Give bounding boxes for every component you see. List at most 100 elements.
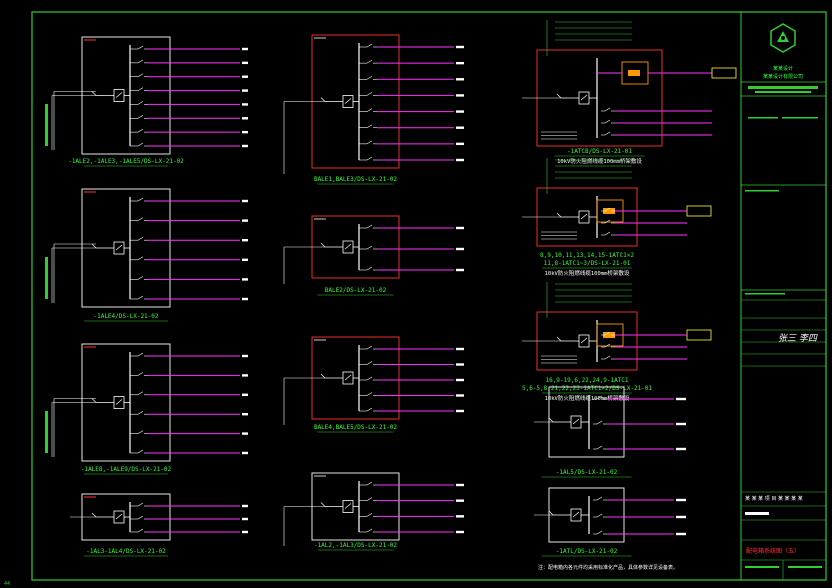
circuit-tag bbox=[242, 374, 248, 377]
main-switch-icon bbox=[570, 508, 582, 522]
circuit-tag bbox=[456, 499, 464, 502]
breaker-contact bbox=[366, 513, 373, 517]
switch-blade bbox=[580, 94, 588, 101]
controller-icon bbox=[628, 70, 640, 76]
breaker-contact bbox=[366, 361, 373, 365]
panel-label: 16,9-19,6,22,24,9-1ATC1 bbox=[545, 377, 628, 384]
incoming-cable-label bbox=[45, 257, 48, 299]
breaker-contact bbox=[596, 530, 603, 535]
panel-col2-1: BALE1,BALE3/DS-LX-21-02 bbox=[283, 34, 464, 185]
circuit-tag bbox=[456, 515, 464, 518]
breaker-contact bbox=[137, 128, 144, 133]
breaker-contact bbox=[604, 107, 611, 112]
circuit-tag bbox=[242, 451, 248, 455]
circuit-tag bbox=[242, 199, 248, 203]
breaker-contact bbox=[137, 295, 144, 300]
breaker-contact bbox=[366, 345, 373, 350]
breaker-contact bbox=[604, 331, 611, 336]
switch-blade bbox=[344, 243, 352, 250]
main-switch-icon bbox=[342, 500, 354, 513]
circuit-tag bbox=[456, 268, 464, 272]
incoming-cable-label bbox=[45, 411, 48, 453]
circuit-tag bbox=[456, 247, 464, 251]
incoming-switch bbox=[320, 502, 326, 507]
main-switch-icon bbox=[113, 241, 125, 255]
circuit-tag bbox=[676, 515, 686, 519]
drawing-title: 配电箱系统图（五） bbox=[746, 547, 800, 555]
incoming-switch bbox=[556, 93, 562, 99]
panel-col3-4: -1AL5/DS-LX-21-02 bbox=[534, 386, 686, 478]
switch-blade bbox=[344, 374, 352, 381]
panel-col3-3: 16,9-19,6,22,24,9-1ATC15,6-5,8,21,22,23-… bbox=[522, 282, 712, 402]
breaker-contact bbox=[137, 115, 144, 119]
panel-label-2: 11,8-1ATC1~3/DS-LX-21-01 bbox=[544, 260, 631, 267]
project-row: 某 某 某 项 目 某 某 某 某 bbox=[745, 496, 803, 502]
breaker-contact bbox=[137, 236, 144, 241]
breaker-contact bbox=[137, 256, 144, 261]
incoming-switch bbox=[320, 373, 326, 379]
switch-blade bbox=[572, 418, 580, 425]
circuit-tag bbox=[242, 258, 248, 261]
panel-col1-1: -1ALE2,-1ALE3,-1ALE5/DS-LX-21-02 bbox=[45, 36, 248, 167]
breaker-contact bbox=[137, 217, 144, 221]
main-switch-icon bbox=[113, 510, 125, 524]
circuit-tag bbox=[242, 117, 248, 120]
circuit-tag bbox=[242, 432, 248, 435]
incoming-switch bbox=[91, 398, 97, 403]
switch-blade bbox=[580, 337, 588, 344]
breaker-contact bbox=[366, 528, 373, 533]
circuit-tag bbox=[242, 239, 248, 242]
circuit-tag bbox=[242, 61, 248, 65]
circuit-tag bbox=[242, 517, 248, 521]
breaker-contact bbox=[366, 481, 373, 486]
signature: 张三 李四 bbox=[778, 333, 818, 344]
circuit-tag bbox=[456, 530, 464, 534]
breaker-contact bbox=[137, 449, 144, 454]
breaker-contact bbox=[137, 142, 144, 147]
main-switch-icon bbox=[342, 371, 354, 385]
breaker-contact bbox=[366, 224, 373, 229]
breaker-contact bbox=[137, 430, 144, 434]
main-switch-icon bbox=[578, 210, 590, 224]
panel-label: -1ATL/DS-LX-21-02 bbox=[556, 548, 618, 555]
panel-col2-2: BALE2/DS-LX-21-02 bbox=[283, 215, 464, 296]
circuit-tag bbox=[242, 89, 248, 92]
breaker-contact bbox=[137, 59, 144, 64]
panels-layer: -1ALE2,-1ALE3,-1ALE5/DS-LX-21-02 -1ALE4/D… bbox=[45, 20, 737, 557]
panel-sublabel: 10kV防火阻燃线缆100mm桥架敷设 bbox=[545, 394, 630, 402]
circuit-tag bbox=[242, 47, 248, 51]
circuit-tag bbox=[456, 409, 464, 413]
panel-label: 8,9,10,11,13,14,15-1ATC1×2 bbox=[540, 252, 634, 259]
breaker-contact bbox=[604, 231, 611, 236]
breaker-contact bbox=[604, 355, 611, 360]
breaker-contact bbox=[366, 392, 373, 396]
panel-col1-3: -1ALE8,-1ALE9/DS-LX-21-02 bbox=[45, 343, 248, 475]
incoming-switch bbox=[556, 212, 562, 218]
breaker-contact bbox=[604, 119, 611, 124]
breaker-contact bbox=[366, 108, 373, 112]
breaker-contact bbox=[604, 343, 611, 348]
main-switch-icon bbox=[113, 89, 125, 102]
main-switch-icon bbox=[570, 415, 582, 429]
breaker-contact bbox=[596, 395, 603, 400]
circuit-tag bbox=[456, 45, 464, 49]
panel-col1-2: -1ALE4/DS-LX-21-02 bbox=[45, 188, 248, 322]
breaker-contact bbox=[137, 197, 144, 202]
circuit-tag bbox=[242, 130, 248, 134]
breaker-contact bbox=[366, 245, 373, 250]
bottom-note: 注：配电箱内各元件均采用标准化产品，具体参数详见设备表。 bbox=[538, 564, 678, 571]
circuit-tag bbox=[456, 363, 464, 366]
breaker-contact bbox=[366, 266, 373, 271]
breaker-contact bbox=[596, 445, 603, 450]
incoming-switch bbox=[91, 91, 97, 96]
circuit-tag bbox=[456, 126, 464, 129]
circuit-tag bbox=[456, 158, 464, 162]
breaker-contact bbox=[366, 156, 373, 161]
circuit-tag bbox=[676, 532, 686, 536]
circuit-tag bbox=[456, 394, 464, 397]
breaker-contact bbox=[137, 352, 144, 357]
breaker-contact bbox=[596, 496, 603, 501]
breaker-contact bbox=[366, 497, 373, 501]
load-box bbox=[686, 205, 712, 217]
